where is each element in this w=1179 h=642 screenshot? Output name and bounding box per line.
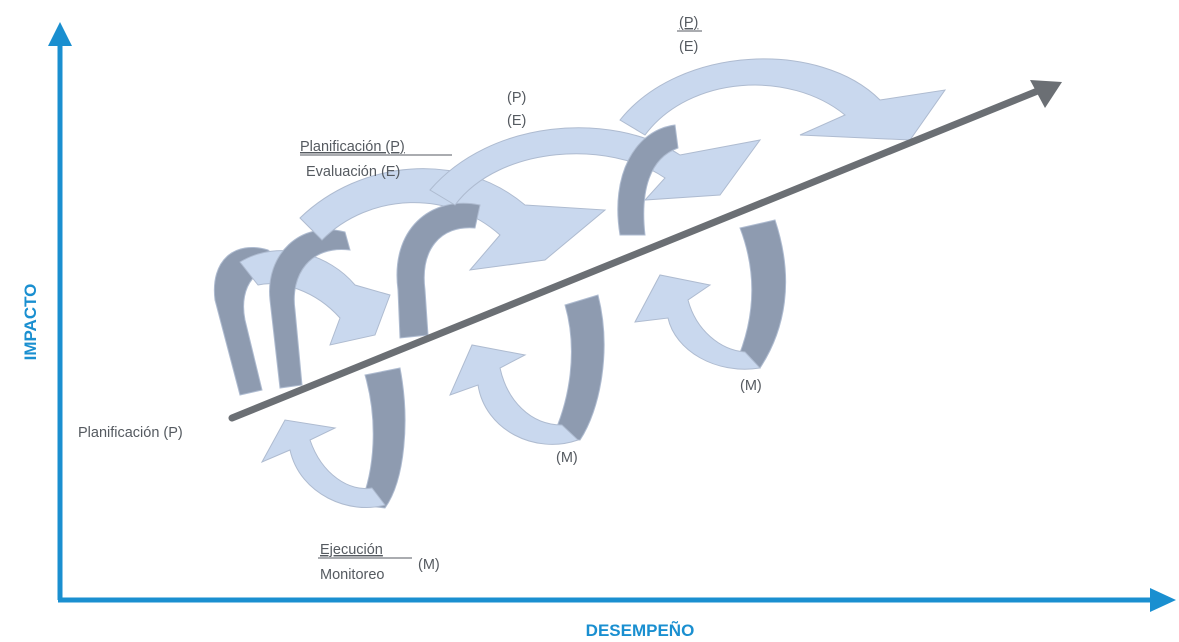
label-p2: (P)	[507, 90, 526, 106]
x-axis-title: DESEMPEÑO	[586, 620, 695, 640]
label-e2: (E)	[507, 113, 526, 129]
spiral-loop-3	[617, 58, 947, 370]
label-m1: (M)	[418, 557, 440, 573]
label-m2: (M)	[556, 450, 578, 466]
label-monitoring: Monitoreo	[320, 567, 384, 583]
label-start-planning: Planificación (P)	[78, 425, 183, 441]
progress-arrowhead	[1030, 80, 1062, 108]
label-e3: (E)	[679, 39, 698, 55]
y-axis	[48, 22, 72, 600]
progress-arrow	[228, 80, 1062, 422]
x-axis-arrowhead	[1150, 588, 1176, 612]
spiral-loop-2	[299, 127, 762, 445]
label-m3: (M)	[740, 378, 762, 394]
x-axis	[58, 588, 1176, 612]
spiral-loop-1	[213, 229, 406, 509]
label-execution: Ejecución	[320, 542, 383, 558]
y-axis-title: IMPACTO	[21, 284, 40, 361]
label-evaluation: Evaluación (E)	[306, 164, 400, 180]
label-p3: (P)	[679, 15, 698, 31]
y-axis-arrowhead	[48, 22, 72, 46]
label-planning: Planificación (P)	[300, 139, 405, 155]
